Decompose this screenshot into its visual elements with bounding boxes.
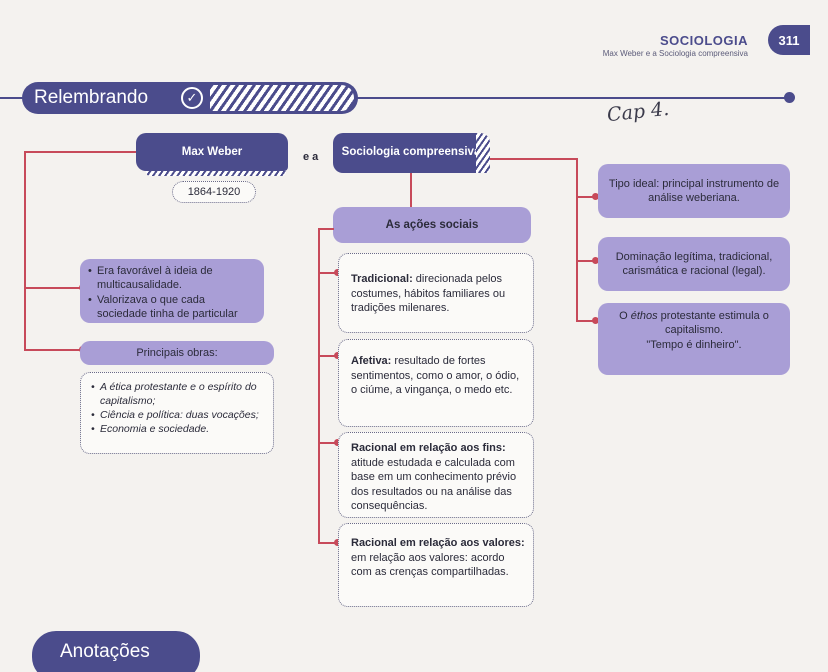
trait-item: Era favorável à ideia de multicausalidad… <box>88 264 256 293</box>
ethos-term: éthos <box>630 310 658 322</box>
left-connector-works <box>24 349 82 351</box>
handwritten-note: Cap 4. <box>606 97 671 127</box>
connector-text: e a <box>303 151 319 163</box>
social-actions-title: As ações sociais <box>333 207 531 243</box>
work-item: A ética protestante e o espírito do capi… <box>91 381 263 409</box>
max-weber-stripes <box>146 171 286 176</box>
action-rational-values-box: Racional em relação aos valores: em rela… <box>338 523 534 607</box>
connector-dot <box>334 269 341 276</box>
action-description: resultado de fortes sentimentos, como o … <box>351 355 520 397</box>
left-connector-bullets <box>24 287 82 289</box>
action-rational-ends-box: Racional em relação aos fins: atitude es… <box>338 432 534 518</box>
check-circle-icon: ✓ <box>181 87 203 109</box>
connector-dot <box>334 439 341 446</box>
left-connector-top <box>24 151 136 153</box>
max-weber-box: Max Weber <box>136 133 288 171</box>
trait-item: Valorizava o que cada sociedade tinha de… <box>88 293 256 322</box>
action-description: em relação aos valores: acordo com as cr… <box>351 551 509 579</box>
action-term: Tradicional: <box>351 273 413 285</box>
action-term: Afetiva: <box>351 355 392 367</box>
ethos-box: O éthos protestante estimula o capitalis… <box>598 303 790 375</box>
weber-traits-box: Era favorável à ideia de multicausalidad… <box>80 259 264 323</box>
ethos-text-pre: O <box>619 310 631 322</box>
page-number: 311 <box>768 25 810 55</box>
actions-connector-top <box>318 228 334 230</box>
action-term: Racional em relação aos fins: <box>351 442 506 454</box>
ethos-quote: "Tempo é dinheiro". <box>646 338 742 351</box>
action-description: atitude estudada e calculada com base em… <box>351 456 517 513</box>
center-connector <box>410 173 412 207</box>
actions-connector-1 <box>318 272 338 274</box>
action-affective-box: Afetiva: resultado de fortes sentimentos… <box>338 339 534 427</box>
section-rule-dot <box>784 92 795 103</box>
actions-connector-4 <box>318 542 338 544</box>
connector-dot <box>334 539 341 546</box>
sociologia-stripes <box>476 133 490 173</box>
left-connector-vertical <box>24 151 26 350</box>
notes-tab <box>32 631 200 672</box>
actions-connector-3 <box>318 442 338 444</box>
right-connector-vertical <box>576 158 578 322</box>
chapter-subtitle: Max Weber e a Sociologia compreensiva <box>602 49 748 58</box>
connector-dot <box>592 317 599 324</box>
section-title: Relembrando <box>34 87 149 108</box>
domination-box: Dominação legítima, tradicional, carismá… <box>598 237 790 291</box>
action-traditional-box: Tradicional: direcionada pelos costumes,… <box>338 253 534 333</box>
connector-dot <box>592 193 599 200</box>
works-title-box: Principais obras: <box>80 341 274 365</box>
action-term: Racional em relação aos valores: <box>351 537 525 549</box>
right-connector-1 <box>576 196 598 198</box>
section-rule <box>0 97 792 99</box>
actions-connector-vertical <box>318 228 320 544</box>
work-item: Economia e sociedade. <box>91 423 263 437</box>
ethos-text-post: protestante estimula o capitalismo. <box>657 310 769 337</box>
subject-title: SOCIOLOGIA <box>659 33 748 48</box>
works-list-box: A ética protestante e o espírito do capi… <box>80 372 274 454</box>
ideal-type-box: Tipo ideal: principal instrumento de aná… <box>598 164 790 218</box>
action-description: direcionada pelos costumes, hábitos fami… <box>351 273 506 315</box>
right-connector-top <box>490 158 578 160</box>
connector-dot <box>592 257 599 264</box>
weber-dates: 1864-1920 <box>172 181 256 203</box>
notes-title: Anotações <box>60 641 150 662</box>
work-item: Ciência e política: duas vocações; <box>91 409 263 423</box>
right-connector-2 <box>576 260 598 262</box>
actions-connector-2 <box>318 355 338 357</box>
sociologia-compreensiva-box: Sociologia compreensiva <box>333 133 489 173</box>
right-connector-3 <box>576 320 598 322</box>
section-tab-stripes <box>210 85 354 111</box>
connector-dot <box>334 352 341 359</box>
